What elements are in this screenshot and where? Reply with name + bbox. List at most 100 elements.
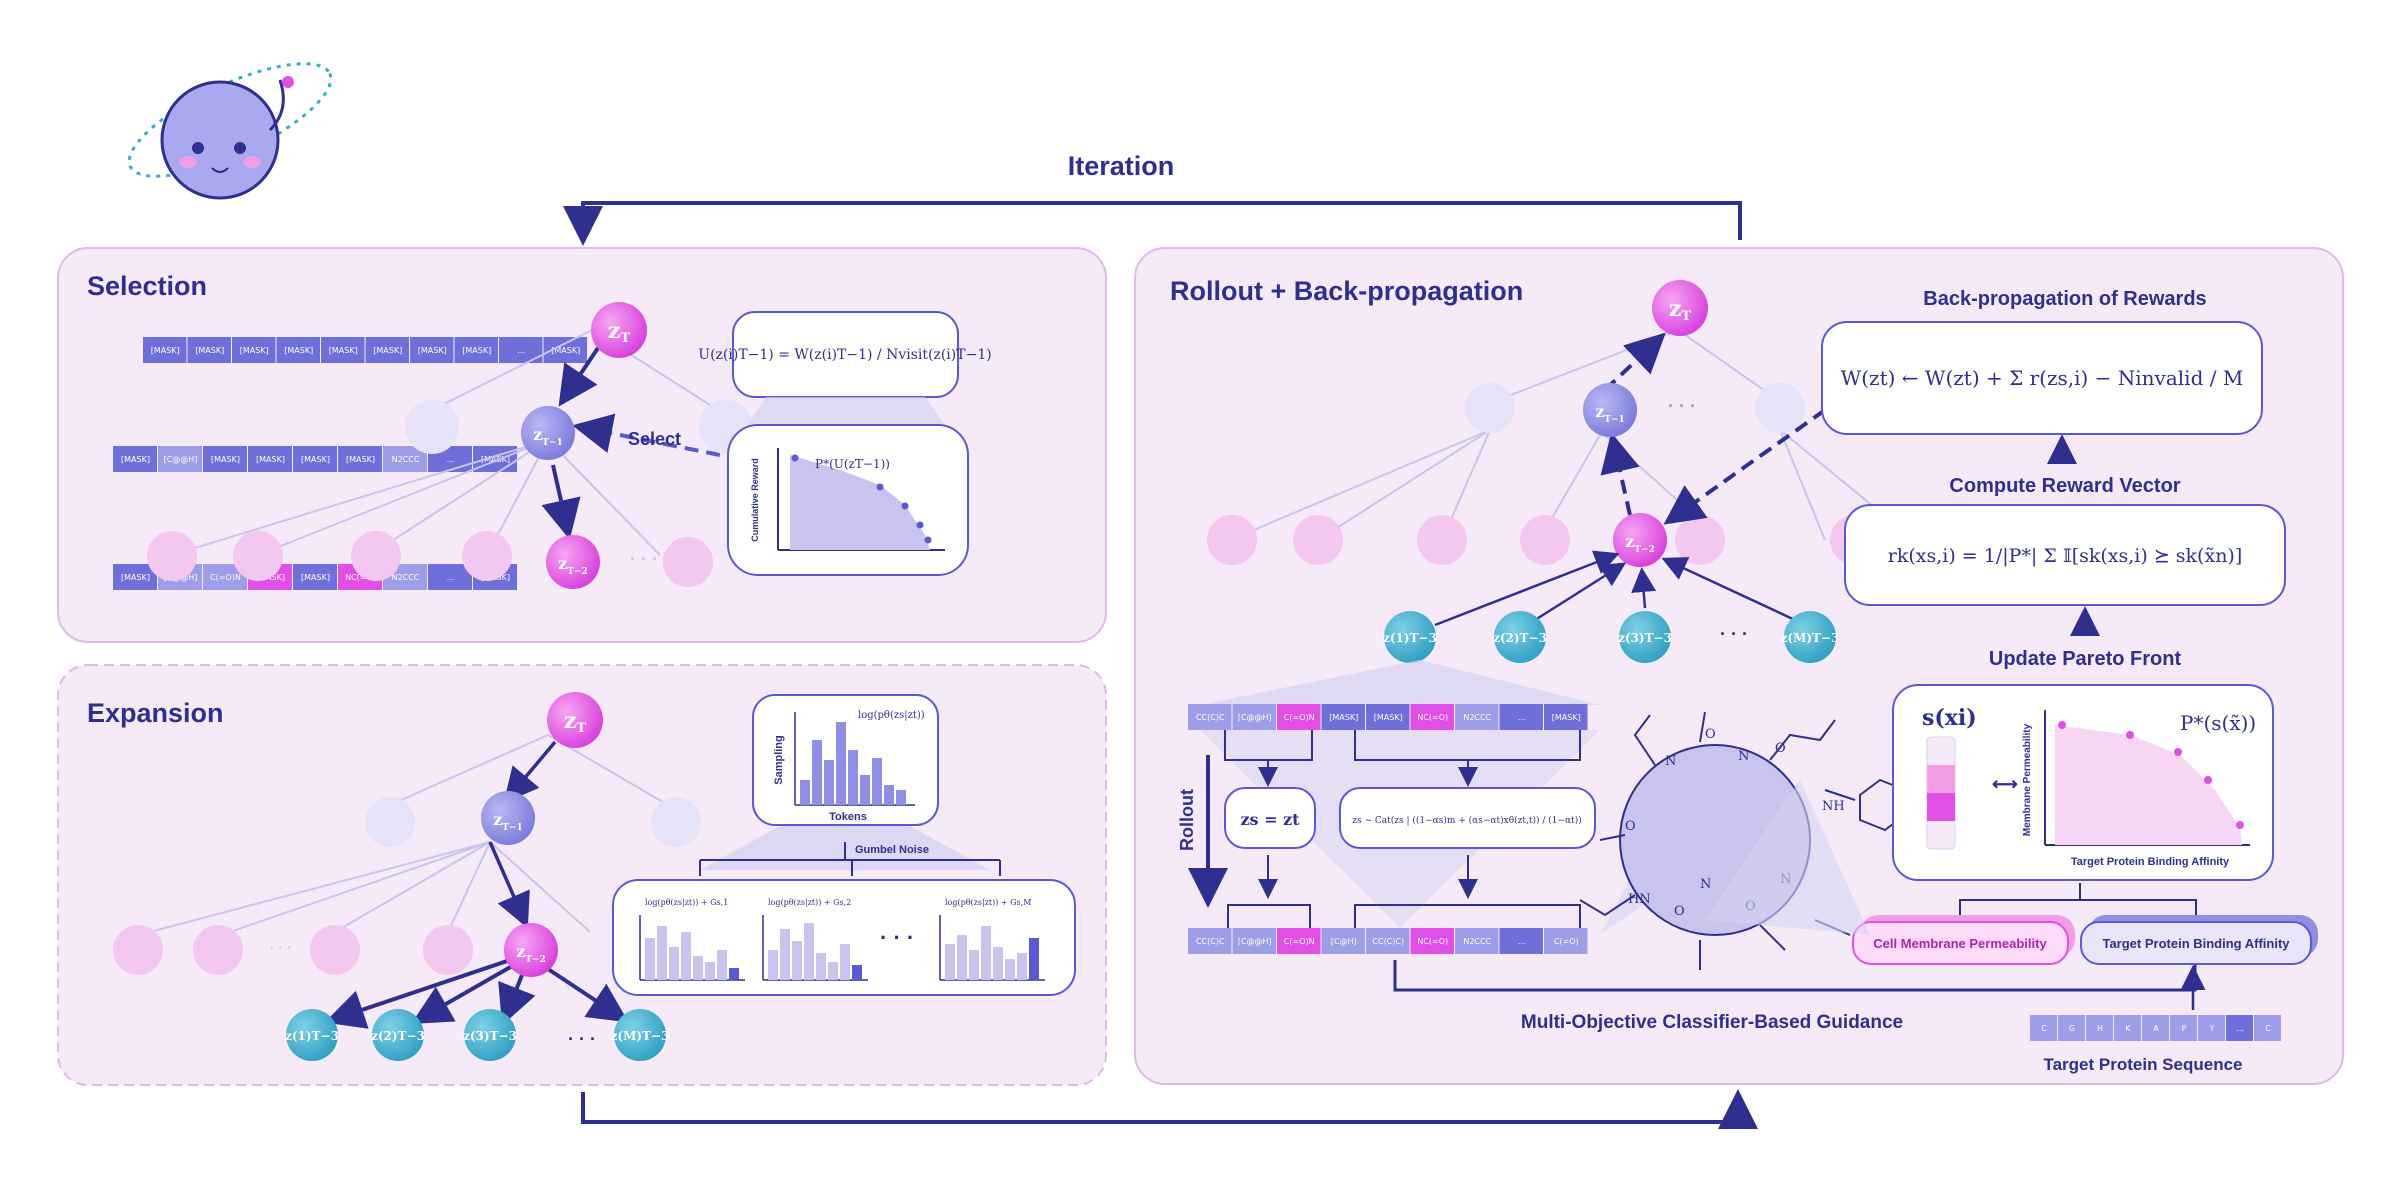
selection-child-node: zT−2 [546,535,600,589]
svg-text:[MASK]: [MASK] [121,573,150,582]
svg-text:[MASK]: [MASK] [1329,713,1358,722]
svg-text:N2CCC: N2CCC [1463,937,1491,946]
gumbel-term: log(pθ(zs|zt)) + Gs,2 [768,898,851,907]
rollout-dots-children: · · · [1720,624,1748,644]
classifier-merge-lines [1959,883,2197,915]
sequence-token: [MASK] [113,564,157,590]
sequence-token: G [2058,1015,2085,1041]
gumbel-bar [780,929,790,980]
backprop-arrow-root [1603,332,1666,392]
backprop-arrow-node [1600,432,1640,516]
expansion-selected-node: zT−1 [481,791,535,845]
guidance-label: Multi-Objective Classifier-Based Guidanc… [1521,1012,1903,1033]
svg-text:K: K [2125,1024,2131,1033]
svg-text:CC(C)C): CC(C)C) [1372,937,1404,946]
svg-text:C: C [2041,1024,2047,1033]
selection-title: Selection [87,271,207,301]
expansion-faded-nodes [113,797,701,975]
sequence-token: P [2170,1015,2197,1041]
gumbel-term: log(pθ(zs|zt)) + Gs,1 [645,898,728,907]
svg-text:C(=O)N: C(=O)N [1284,937,1315,946]
sequence-token: ... [428,564,472,590]
child-node: z(M)T−3 [1781,611,1839,663]
pareto-right-ylabel: Membrane Permeability [2022,723,2033,836]
selection-pareto-plot: P*(U(zT−1)) Cumulative Reward [727,424,969,576]
gumbel-bar [705,962,715,980]
svg-text:Y: Y [2209,1024,2215,1033]
svg-text:NC(=O): NC(=O) [1417,713,1448,722]
svg-text:A: A [2153,1024,2159,1033]
sequence-token: [C@@H] [158,446,202,472]
svg-text:N: N [1700,877,1711,892]
sampling-label: Sampling [773,735,785,785]
svg-text:G: G [2069,1024,2075,1033]
sequence-token: [MASK] [365,337,409,363]
svg-text:[MASK]: [MASK] [195,346,224,355]
iteration-label: Iteration [1068,151,1175,181]
svg-text:C(=O): C(=O) [1554,937,1579,946]
selection-node-faded-left [405,400,459,454]
selection-root-node: zT [591,302,647,358]
sequence-token: [MASK] [113,446,157,472]
pareto-right-xlabel: Target Protein Binding Affinity [2071,856,2230,868]
sequence-token: CC(C)C [1188,704,1232,730]
gumbel-bar [981,926,991,980]
child-node: z(2)T−3 [1493,611,1547,663]
svg-text:z(M)T−3: z(M)T−3 [611,1029,670,1043]
gumbel-bar [969,950,979,980]
gumbel-bar [669,947,679,980]
gumbel-histogram: log(pθ(zs|zt)) + Gs,2 [762,898,868,981]
sequence-token: ... [1499,704,1543,730]
sequence-token: C [2254,1015,2281,1041]
rollout-child-edges [1434,550,1796,627]
gumbel-bar [717,950,727,980]
svg-text:[MASK]: [MASK] [329,346,358,355]
molecule-to-classifier-fan [1705,780,1870,935]
gumbel-bar [957,935,967,980]
sequence-token: [MASK] [1544,704,1588,730]
expansion-root-node: zT [547,692,603,748]
expansion-child-node: zT−2 [504,923,558,977]
sequence-token: [MASK] [321,337,365,363]
permeability-classifier: Cell Membrane Permeability [1852,915,2075,965]
score-label: s(xi) [1922,705,1977,731]
rollout-selected-node: zT−1 [1583,383,1637,437]
reward-formula: rk(xs,i) = 1/|P*| Σ 𝕀[sk(xs,i) ⪰ sk(x̃n)… [1888,545,2243,567]
child-node: z(3)T−3 [463,1009,517,1061]
svg-text:[MASK]: [MASK] [462,346,491,355]
gumbel-bar [645,938,655,980]
update-pareto-label: Update Pareto Front [1989,648,2182,670]
gumbel-histograms: log(pθ(zs|zt)) + Gs,1 log(pθ(zs|zt)) + Gs… [639,898,1045,981]
sequence-token: C(=O) [1544,928,1588,954]
gumbel-bar [1005,959,1015,980]
sequence-token: [MASK] [293,446,337,472]
sequence-token: N2CCC [1455,704,1499,730]
sequence-token: [MASK] [187,337,231,363]
sequence-token: [MASK] [248,446,292,472]
zs-categorical-box: zs ∼ Cat(zs | ((1−αs)m + (αs−αt)xθ(zt,t)… [1339,787,1596,849]
svg-text:HN: HN [1628,892,1651,907]
svg-text:[MASK]: [MASK] [211,455,240,464]
gumbel-dots: · · · [880,925,914,950]
reward-formula-box: rk(xs,i) = 1/|P*| Σ 𝕀[sk(xs,i) ⪰ sk(x̃n)… [1844,504,2286,606]
protein-label: Target Protein Sequence [2043,1055,2242,1074]
expansion-faded-dots: · · · [270,939,292,955]
svg-text:[MASK]: [MASK] [346,455,375,464]
ucb-connector [748,397,945,425]
svg-text:NC(=O): NC(=O) [345,573,376,582]
rollout-flow-lines [1224,730,1581,928]
backprop-formula-box: W(zt) ← W(zt) + Σ r(zs,i) − Ninvalid / M [1821,321,2263,435]
expansion-dots: · · · [568,1029,596,1049]
child-node: z(2)T−3 [371,1009,425,1061]
svg-text:NC(=O): NC(=O) [1417,937,1448,946]
sequence-token: [C@H] [1321,928,1365,954]
svg-text:N2CCC: N2CCC [392,573,420,582]
gumbel-bar [852,965,862,980]
svg-text:z(3)T−3: z(3)T−3 [463,1029,517,1043]
gumbel-bar [693,956,703,980]
sequence-token: [C@@H] [1232,704,1276,730]
sequence-token: Y [2198,1015,2225,1041]
sequence-token: [MASK] [338,446,382,472]
